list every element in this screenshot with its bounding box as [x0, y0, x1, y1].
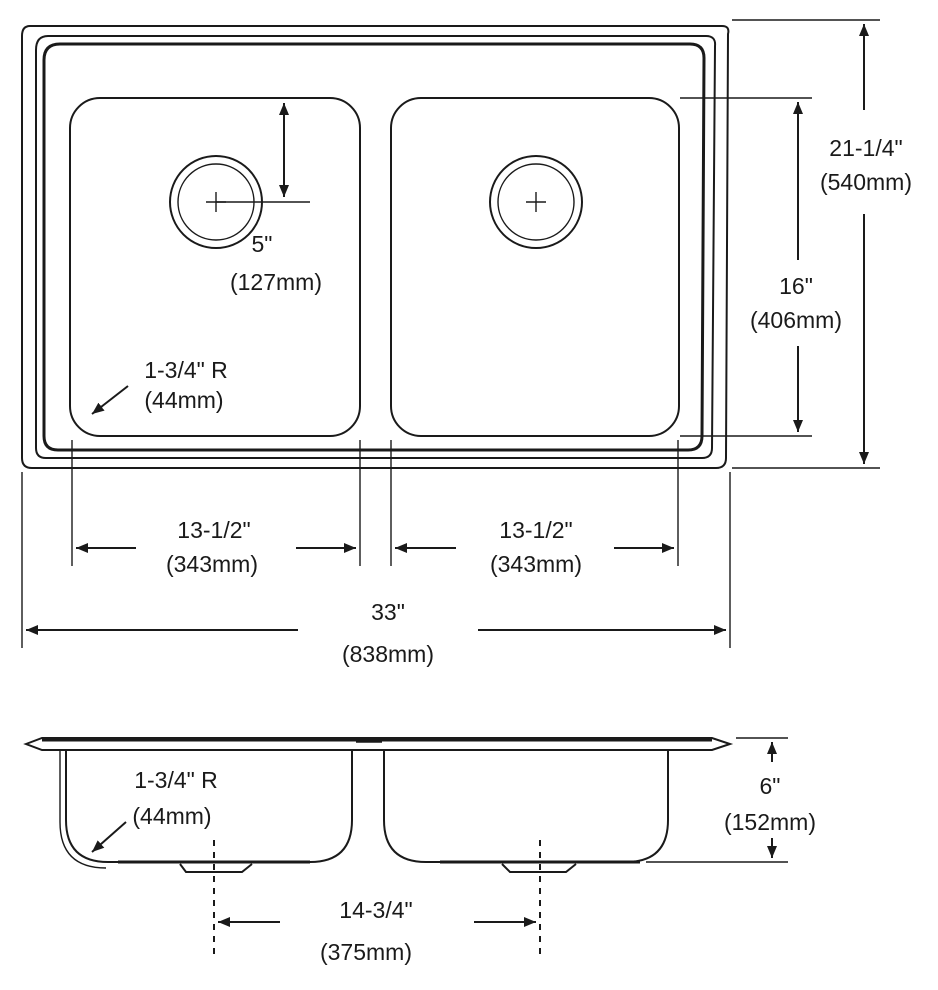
- side-view: 1-3/4" R (44mm) 6" (152mm) 14-3/4" (375m…: [23, 737, 816, 965]
- side-right-drain-body: [501, 863, 577, 873]
- left-bowl: [69, 97, 361, 437]
- sink-rim-inner-2: [42, 42, 706, 452]
- right-bowl-width-imperial: 13-1/2": [499, 517, 572, 543]
- drain-spacing-metric: (375mm): [320, 939, 412, 965]
- corner-radius-side-metric: (44mm): [132, 803, 211, 829]
- bowl-length-imperial: 16": [779, 273, 813, 299]
- overall-depth-imperial: 21-1/4": [829, 135, 902, 161]
- overall-width-imperial: 33": [371, 599, 405, 625]
- bowl-height-metric: (152mm): [724, 809, 816, 835]
- right-bowl-width-metric: (343mm): [490, 551, 582, 577]
- side-right-bowl: [383, 750, 669, 863]
- left-bowl-width-metric: (343mm): [166, 551, 258, 577]
- bowl-height-imperial: 6": [760, 773, 781, 799]
- corner-radius-side-imperial: 1-3/4" R: [134, 767, 218, 793]
- side-corner-radius-leader: [91, 821, 127, 853]
- sink-rim-inner-1: [35, 35, 717, 459]
- right-bowl: [390, 97, 680, 437]
- side-deck-flange: [23, 737, 734, 751]
- drain-spacing-imperial: 14-3/4": [339, 897, 412, 923]
- left-bowl-width-imperial: 13-1/2": [177, 517, 250, 543]
- top-view: 5" (127mm) 1-3/4" R (44mm) 21-1/4" (540m…: [21, 19, 912, 667]
- drain-offset-metric: (127mm): [230, 269, 322, 295]
- sink-outer-rim: [21, 25, 730, 469]
- overall-width-metric: (838mm): [342, 641, 434, 667]
- corner-radius-leader: [91, 385, 129, 415]
- right-drain: [489, 155, 583, 249]
- corner-radius-top-metric: (44mm): [144, 387, 223, 413]
- overall-depth-metric: (540mm): [820, 169, 912, 195]
- bowl-length-metric: (406mm): [750, 307, 842, 333]
- corner-radius-top-imperial: 1-3/4" R: [144, 357, 228, 383]
- drain-offset-imperial: 5": [252, 231, 273, 257]
- side-left-drain-body: [179, 863, 253, 873]
